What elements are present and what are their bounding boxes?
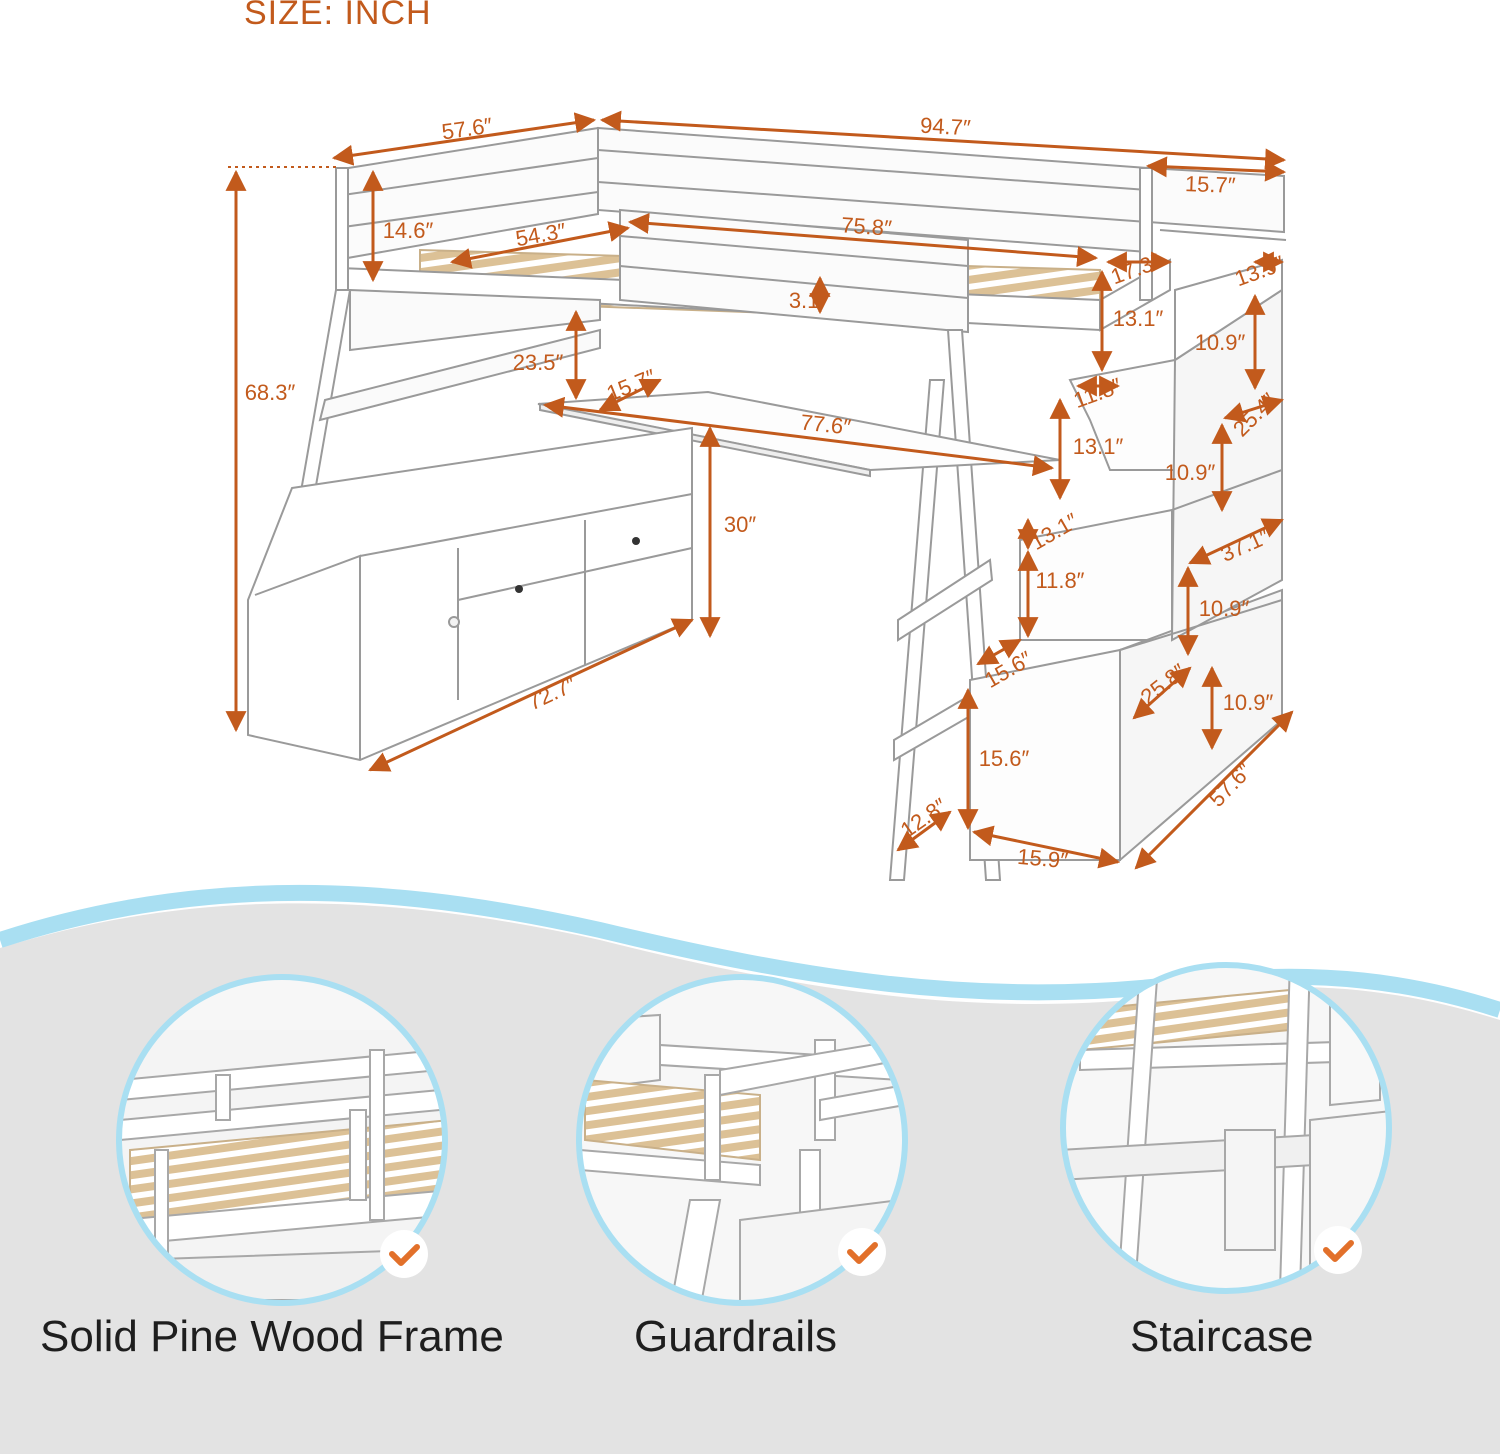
dim-desk-height: 30″ <box>724 512 756 537</box>
check-icon <box>380 1230 428 1278</box>
size-unit-label: SIZE: INCH <box>244 0 432 32</box>
dim-step-height-2: 13.1″ <box>1073 434 1124 459</box>
feature-circle-frame <box>116 974 448 1306</box>
dim-mattress-length: 75.8″ <box>840 212 892 240</box>
check-icon <box>838 1228 886 1276</box>
dim-slat-gap: 3.1″ <box>789 288 828 313</box>
blue-wave <box>0 884 1500 1018</box>
dim-overall-length: 94.7″ <box>919 113 971 141</box>
dimension-lines <box>225 110 1294 870</box>
dim-step-drawer-1: 10.9″ <box>1195 330 1246 355</box>
feature-circle-guardrails <box>576 974 908 1306</box>
dim-guardrail-height: 14.6″ <box>383 218 434 243</box>
dim-stair-top-width: 15.7″ <box>1185 171 1237 198</box>
dim-bottom-step-height: 15.6″ <box>979 746 1030 771</box>
dim-step-drawer-4: 10.9″ <box>1223 690 1274 715</box>
dim-desk-length: 77.6″ <box>799 409 852 439</box>
dim-overall-height: 68.3″ <box>245 380 296 405</box>
feature-caption-staircase: Staircase <box>1130 1312 1314 1361</box>
dim-step-drawer-3: 10.9″ <box>1199 596 1250 621</box>
check-icon <box>1314 1226 1362 1274</box>
dim-overall-width: 57.6″ <box>440 113 494 145</box>
feature-caption-frame: Solid Pine Wood Frame <box>40 1312 504 1361</box>
dim-desk-clearance: 23.5″ <box>513 350 564 375</box>
dim-bottom-step-depth: 15.9″ <box>1016 844 1069 873</box>
dim-step-depth-3: 11.8″ <box>1036 568 1085 593</box>
dim-step-height-1: 13.1″ <box>1113 306 1164 331</box>
feature-caption-guardrails: Guardrails <box>634 1312 837 1361</box>
dim-step-drawer-2: 10.9″ <box>1165 460 1216 485</box>
